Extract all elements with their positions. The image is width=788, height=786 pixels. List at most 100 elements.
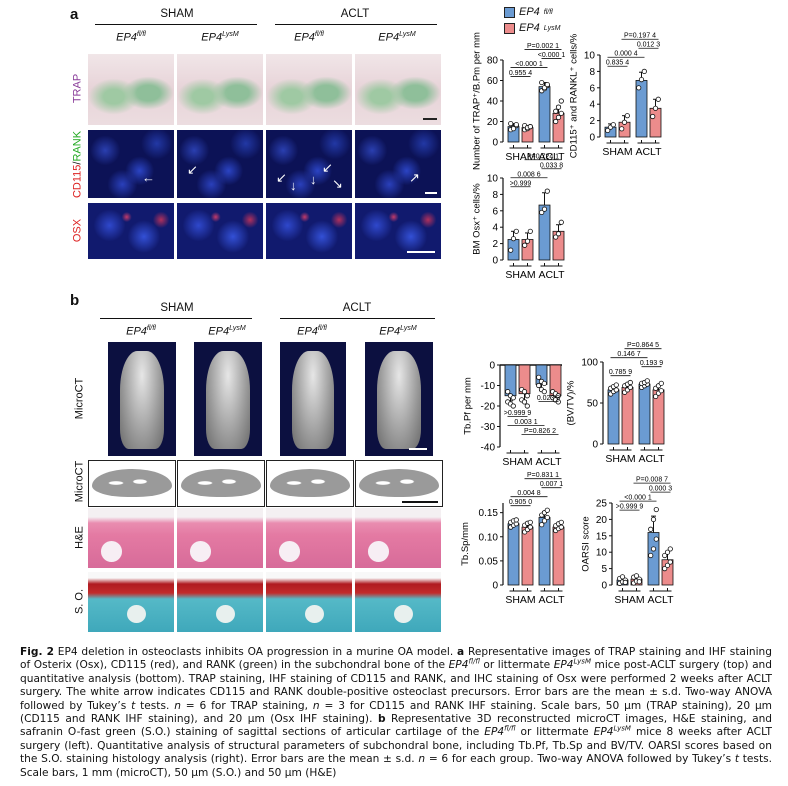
y-tick-label: 20	[487, 117, 499, 128]
genotype-label: EP4fl/fl	[297, 325, 327, 338]
microct-3d-image	[365, 342, 433, 456]
data-point	[505, 389, 511, 395]
osx-image	[266, 203, 352, 259]
p-value-label: 0.033 8	[540, 162, 563, 169]
microct-slice-image	[88, 460, 176, 507]
data-point	[655, 96, 661, 102]
p-value-label: 0.003 1	[514, 419, 537, 426]
y-tick-label: 0	[492, 256, 498, 267]
data-point	[510, 403, 516, 409]
data-point	[633, 573, 640, 579]
y-tick-label: 6	[492, 206, 498, 217]
trap-image	[88, 54, 174, 125]
data-point	[510, 236, 517, 242]
y-tick-label: 0	[592, 440, 598, 451]
data-point	[541, 206, 548, 212]
caption-segment: EP4 deletion in osteoclasts inhibits OA …	[53, 646, 458, 658]
caption-segment: LysM	[573, 657, 591, 666]
data-point	[644, 378, 650, 384]
caption-segment: Representative images of TRAP staining a…	[20, 646, 772, 672]
p-value-label: <0.000 1	[515, 61, 543, 68]
p-value-label: 0.012 3	[637, 42, 660, 49]
x-category-label: ACLT	[647, 594, 674, 606]
data-point	[641, 68, 647, 75]
data-point	[521, 389, 528, 395]
arrow-icon: ↙	[322, 160, 333, 175]
microct-slice-image	[355, 460, 443, 507]
bar	[538, 517, 551, 586]
p-value-label: P=0.197 4	[624, 33, 656, 40]
he-image	[88, 508, 174, 568]
bar	[621, 387, 634, 445]
arrow-icon: ↗	[409, 170, 420, 185]
microct-slice-image	[266, 460, 354, 507]
data-point	[508, 120, 514, 127]
data-point	[653, 393, 659, 400]
caption-segment: mice post-ACLT surgery (top) and quantit…	[20, 659, 772, 712]
caption-segment: = 6 for TRAP staining,	[180, 699, 313, 712]
data-point	[658, 388, 664, 394]
y-axis-label: Tb.Sp/mm	[460, 522, 471, 566]
p-value-label: 0.000 4	[614, 51, 637, 58]
x-category-label: SHAM	[614, 594, 644, 606]
x-category-label: ACLT	[638, 453, 665, 465]
data-point	[521, 399, 528, 405]
row-label-he: H&E	[73, 526, 86, 549]
p-value-label: 0.008 6	[517, 171, 540, 178]
osx-image	[88, 203, 174, 259]
y-tick-label: 0.05	[479, 556, 499, 567]
panel-a-label: a	[70, 6, 79, 23]
data-point	[558, 98, 564, 104]
data-point	[510, 395, 516, 401]
y-tick-label: 8	[589, 67, 595, 78]
data-point	[541, 380, 547, 387]
group-header-aclt-b: ACLT	[342, 302, 372, 314]
caption-segment: or littermate	[515, 726, 594, 739]
y-tick-label: 60	[487, 76, 499, 87]
data-point	[555, 393, 561, 399]
data-point	[527, 124, 533, 130]
p-value-label: >0.999	[510, 180, 532, 187]
data-point	[544, 81, 550, 88]
arrow-icon: ↘	[332, 176, 343, 191]
x-category-label: ACLT	[535, 456, 562, 468]
y-tick-label: 10	[487, 174, 499, 185]
y-tick-label: 4	[492, 223, 498, 234]
data-point	[555, 231, 562, 237]
x-category-label: ACLT	[635, 146, 662, 158]
y-axis-label: CD115⁺ and RANKL⁺ cells/%	[568, 33, 579, 158]
data-point	[638, 76, 645, 83]
data-point	[619, 574, 626, 580]
caption-segment: Representative 3D reconstructed microCT …	[20, 713, 773, 739]
caption-segment: LysM	[613, 724, 631, 733]
data-point	[650, 113, 656, 120]
data-point	[544, 188, 550, 194]
osx-image	[177, 203, 263, 259]
genotype-label: EP4LysM	[208, 325, 246, 338]
microct-slice-image	[177, 460, 265, 507]
data-point	[558, 110, 564, 116]
osx-image	[355, 203, 441, 259]
caption-segment: tests. Scale bars, 1 mm (microCT), 50 µm…	[20, 753, 772, 779]
x-category-label: ACLT	[538, 594, 565, 606]
row-label-cd115-rank: CD115/RANK	[71, 130, 84, 199]
y-tick-label: -20	[481, 402, 496, 413]
p-value-label: 0.146 7	[617, 351, 640, 358]
caption-segment: = 3 for CD115 and RANK IHF staining. Sca…	[20, 699, 773, 726]
data-point	[524, 238, 531, 244]
data-point	[558, 524, 564, 530]
caption-segment: EP4	[448, 659, 469, 672]
microct-3d-image	[108, 342, 176, 456]
he-image	[177, 508, 263, 568]
x-category-label: SHAM	[502, 456, 532, 468]
y-tick-label: 10	[584, 51, 596, 62]
data-point	[513, 517, 519, 523]
y-tick-label: 0	[492, 581, 498, 592]
x-category-label: SHAM	[505, 269, 535, 281]
genotype-label: EP4LysM	[378, 31, 416, 44]
